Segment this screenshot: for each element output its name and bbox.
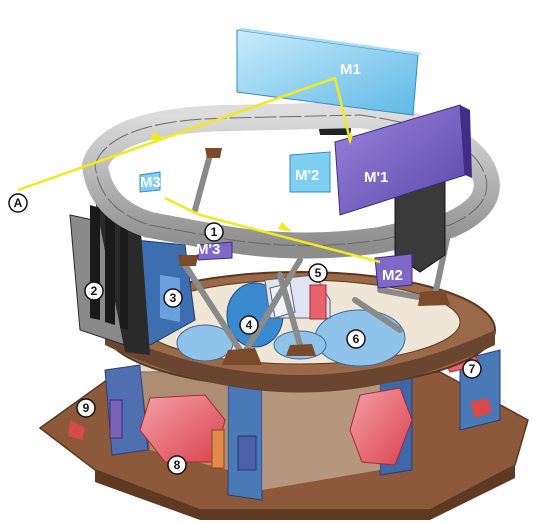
callout-a: A: [8, 193, 28, 213]
mirror-m1: [236, 28, 423, 116]
support-struts: [182, 152, 453, 355]
callout-6-text: 6: [353, 332, 360, 346]
callout-9-text: 9: [83, 401, 90, 415]
callout-2: 2: [84, 281, 104, 301]
mirror-m3: [139, 171, 161, 193]
callout-4-text: 4: [246, 318, 253, 332]
label-m2: M2: [382, 267, 403, 284]
callout-1-text: 1: [211, 225, 218, 239]
upper-ring: [82, 102, 500, 259]
label-m1-prime: M'1: [364, 169, 388, 186]
beam-arrows: [150, 131, 353, 232]
label-m2-prime: M'2: [295, 167, 319, 184]
callout-5: 5: [308, 263, 328, 283]
light-beam: [17, 76, 381, 264]
callout-2-text: 2: [91, 284, 98, 298]
callout-7: 7: [462, 359, 482, 379]
callout-a-text: A: [14, 196, 23, 210]
instrument-boxes: [68, 344, 492, 471]
callout-3: 3: [163, 288, 183, 308]
strut-mounts: [178, 148, 450, 365]
callout-8-text: 8: [174, 458, 181, 472]
mirror-m1-prime: [334, 104, 472, 216]
callout-9: 9: [76, 398, 96, 418]
callout-8: 8: [167, 455, 187, 475]
callout-5-text: 5: [315, 266, 322, 280]
mirror-m2: [374, 253, 413, 289]
mirror-m3-prime: [197, 241, 233, 261]
label-m3: M3: [140, 174, 161, 191]
label-m1: M1: [340, 61, 361, 78]
callout-7-text: 7: [469, 362, 476, 376]
callout-1: 1: [204, 222, 224, 242]
mirror-m2-prime: [289, 151, 331, 193]
callout-6: 6: [346, 329, 366, 349]
callout-4: 4: [239, 315, 259, 335]
label-m3-prime: M'3: [196, 241, 220, 258]
callout-3-text: 3: [170, 291, 177, 305]
